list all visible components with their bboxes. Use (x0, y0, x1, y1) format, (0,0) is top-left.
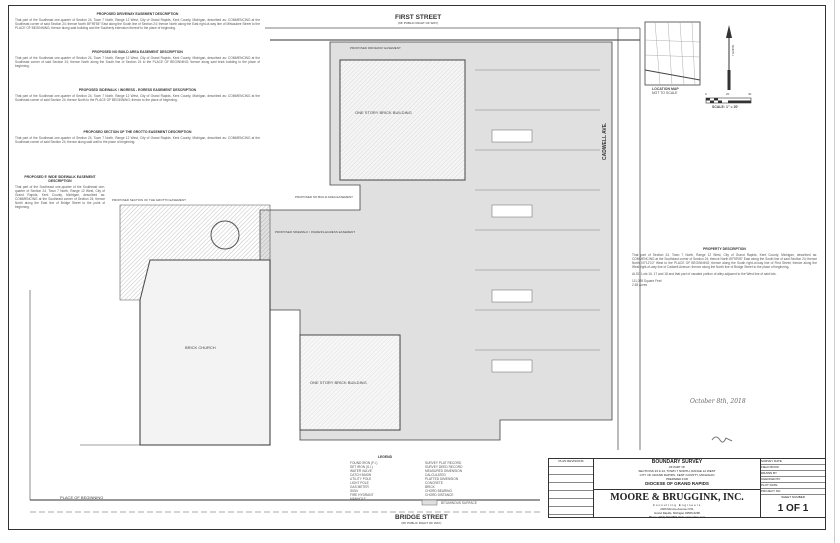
city-address: Grand Rapids, Michigan 49505-6298 (654, 511, 700, 515)
sections: SECTIONS 23 & 24, TOWN 7 NORTH, RANGE 12… (638, 469, 716, 473)
description-4: PROPOSED SECTION OF THE GROTTO EASEMENT … (15, 130, 260, 144)
grotto (210, 220, 240, 250)
sheet-number: 1 OF 1 (777, 503, 809, 514)
no-build-label: PROPOSED NO BUILD AREA EASEMENT (295, 195, 354, 199)
legend-hatch-swatch (421, 499, 438, 506)
prepared-for: PREPARED FOR (666, 477, 688, 481)
phone: Phone: (616) 363-9801 Web: www.mbce.com (648, 515, 706, 519)
signature (711, 436, 733, 443)
field: CHECKED BY (761, 477, 825, 483)
sheet-label: SHEET NUMBER (781, 495, 805, 499)
tagline: Consulting Engineers (652, 503, 702, 507)
city: CITY OF GRAND RAPIDS, KENT COUNTY, MICHI… (639, 473, 715, 477)
north-arrow-icon (726, 25, 732, 90)
survey-title: BOUNDARY SURVEY (651, 459, 703, 465)
place-of-beginning-label: PLACE OF BEGINNING (60, 495, 104, 500)
driveway-label: PROPOSED DRIVEWAY EASEMENT (350, 46, 401, 50)
field: FIELD BOOK (761, 465, 825, 471)
handwritten-date: October 8th, 2018 (690, 398, 746, 405)
field: PLOT DATE (761, 483, 825, 489)
address: 2020 Monroe Avenue N.W. (660, 507, 694, 511)
legend-hatch-label: BITUMINOUS SURFACE (441, 501, 477, 505)
scale-tick: 40 (748, 92, 752, 96)
scale-bar (705, 97, 752, 104)
church (139, 259, 271, 446)
drawing-border (8, 5, 826, 530)
scale-tick: 0 (705, 92, 707, 96)
sidewalk-label: PROPOSED SIDEWALK / INGRESS-EGRESS EASEM… (275, 230, 356, 234)
plan-revisions: PLAN REVISIONS (549, 459, 594, 517)
company-name: MOORE & BRUGGINK, INC. (610, 492, 744, 503)
title-block: PLAN REVISIONS BOUNDARY SURVEY OF PART O… (548, 458, 826, 519)
description-5: PROPOSED 5' WIDE SIDEWALK EASEMENT DESCR… (15, 175, 105, 209)
of-part: OF PART OF (668, 465, 686, 469)
scale-tick: 20 (726, 92, 730, 96)
church-label: BRICK CHURCH (185, 345, 216, 350)
building-south-label: ONE STORY BRICK BUILDING (310, 380, 367, 385)
location-map (644, 21, 701, 86)
scale-label: SCALE: 1" = 20' (712, 105, 739, 109)
cadwell-ave-label: CADWELL AVE. (602, 122, 608, 160)
field: DRAWN BY (761, 471, 825, 477)
client: DIOCESE OF GRAND RAPIDS (645, 481, 709, 486)
first-street-label: FIRST STREET(66' PUBLIC RIGHT OF WAY) (395, 14, 442, 25)
description-2: PROPOSED NO BUILD AREA EASEMENT DESCRIPT… (15, 50, 260, 68)
easement-hatch (119, 204, 271, 301)
field: PROJECT NO. (761, 489, 825, 495)
building-north-label: ONE STORY BRICK BUILDING (355, 110, 412, 115)
sheet-edge (834, 0, 835, 543)
description-3: PROPOSED SIDEWALK / INGRESS - EGRESS EAS… (15, 88, 260, 102)
legend: LEGEND FOUND IRON (F.I.)SET IRON (S.I.)W… (350, 455, 393, 501)
field: SURVEY DATE (761, 459, 825, 465)
north-label: NORTH (731, 45, 735, 56)
grotto-label: PROPOSED SECTION OF THE GROTTO EASEMENT (112, 198, 186, 202)
bridge-street-label: BRIDGE STREET(66' PUBLIC RIGHT OF WAY) (395, 514, 448, 525)
